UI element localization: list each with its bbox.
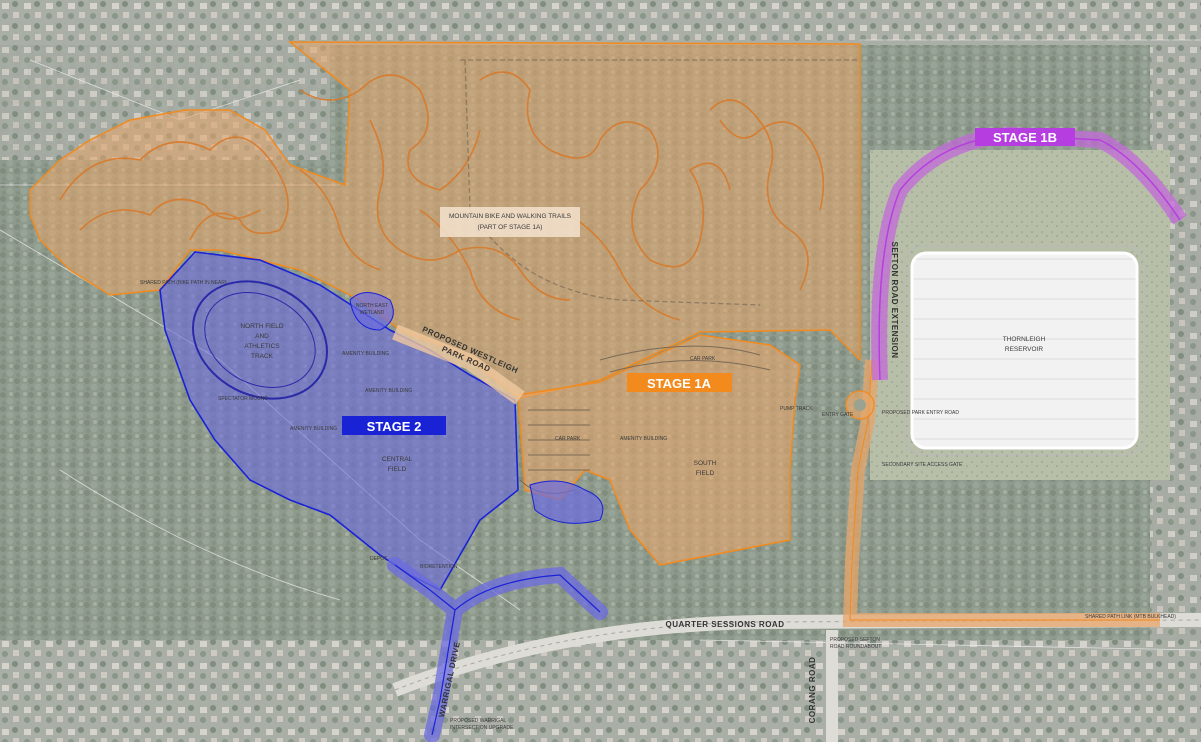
stage-2-label: STAGE 2	[367, 419, 422, 434]
trails-label: MOUNTAIN BIKE AND WALKING TRAILS (PART O…	[440, 207, 580, 237]
stage-2-south-pocket	[529, 480, 604, 524]
warrigal-intersection-label-2: INTERSECTION UPGRADE	[450, 725, 514, 731]
stage-1b-tag: STAGE 1B	[975, 128, 1075, 146]
central-field-line2: FIELD	[388, 466, 407, 473]
shared-path-label-2: SHARED PATH LINK (MTB BULKHEAD)	[1085, 614, 1176, 620]
westleigh-park-road	[392, 324, 525, 405]
sefton-roundabout-label-2: ROAD ROUNDABOUT	[830, 644, 881, 650]
stage-1b-label: STAGE 1B	[993, 130, 1057, 145]
warrigal-intersection-label-1: PROPOSED WARRIGAL	[450, 718, 506, 724]
south-field-line2: FIELD	[696, 470, 715, 477]
amenity-label-1: AMENITY BUILDING	[365, 388, 412, 394]
carpark-label-1: CAR PARK	[555, 436, 581, 442]
reservoir	[910, 251, 1139, 450]
north-field-line2: AND	[255, 333, 269, 340]
stage-1a-tag: STAGE 1A	[627, 373, 732, 392]
stage-2-tag: STAGE 2	[342, 416, 446, 435]
trails-label-line1: MOUNTAIN BIKE AND WALKING TRAILS	[449, 213, 572, 220]
central-field-line1: CENTRAL	[382, 456, 413, 463]
quarter-sessions-label: QUARTER SESSIONS ROAD	[666, 620, 785, 629]
secondary-access-label: SECONDARY SITE ACCESS GATE	[882, 462, 963, 468]
central-field-label: CENTRAL FIELD	[382, 456, 413, 473]
suburb-south	[0, 640, 1201, 742]
south-field-line1: SOUTH	[694, 460, 717, 467]
corang-road-label: CORANG ROAD	[808, 657, 817, 724]
spectator-label: SPECTATOR MOUND	[218, 396, 268, 402]
trail-network	[59, 71, 825, 321]
proposed-park-entry-label: PROPOSED PARK ENTRY ROAD	[882, 410, 959, 416]
depot-label: DEPOT	[370, 556, 387, 562]
carpark-label-2: CAR PARK	[690, 356, 716, 362]
reservoir-label: THORNLEIGH RESERVOIR	[1003, 336, 1046, 353]
amenity-label-3: AMENITY BUILDING	[620, 436, 667, 442]
amenity-label-4: AMENITY BUILDING	[342, 351, 389, 357]
sefton-roundabout-label-1: PROPOSED SEFTON	[830, 637, 880, 643]
reservoir-line1: THORNLEIGH	[1003, 336, 1046, 343]
stage-2-wetland	[349, 292, 394, 331]
north-field-line1: NORTH FIELD	[240, 323, 284, 330]
shared-path-label: SHARED PATH (BIKE PATH IN NEAR)	[140, 280, 227, 286]
bioretention-label: BIORETENTION	[420, 564, 458, 570]
amenity-label-2: AMENITY BUILDING	[290, 426, 337, 432]
trails-label-line2: (PART OF STAGE 1A)	[478, 224, 543, 231]
reservoir-line2: RESERVOIR	[1005, 346, 1043, 353]
small-annotations: SHARED PATH (BIKE PATH IN NEAR) SHARED P…	[140, 280, 1176, 731]
pump-track-label: PUMP TRACK	[780, 406, 813, 412]
south-field-label: SOUTH FIELD	[694, 460, 717, 477]
north-field-label: NORTH FIELD AND ATHLETICS TRACK	[240, 323, 284, 360]
entry-gate-label: ENTRY GATE	[822, 412, 854, 418]
north-field-line4: TRACK	[251, 353, 274, 360]
north-field-line3: ATHLETICS	[244, 343, 280, 350]
stage-1a-label: STAGE 1A	[647, 376, 712, 391]
wetland-line1: NORTH EAST	[356, 303, 388, 309]
wetland-label: NORTH EAST WETLAND	[356, 303, 388, 316]
sefton-extension-label: SEFTON ROAD EXTENSION	[890, 241, 899, 358]
wetland-line2: WETLAND	[360, 310, 385, 316]
athletics-track	[192, 280, 328, 400]
